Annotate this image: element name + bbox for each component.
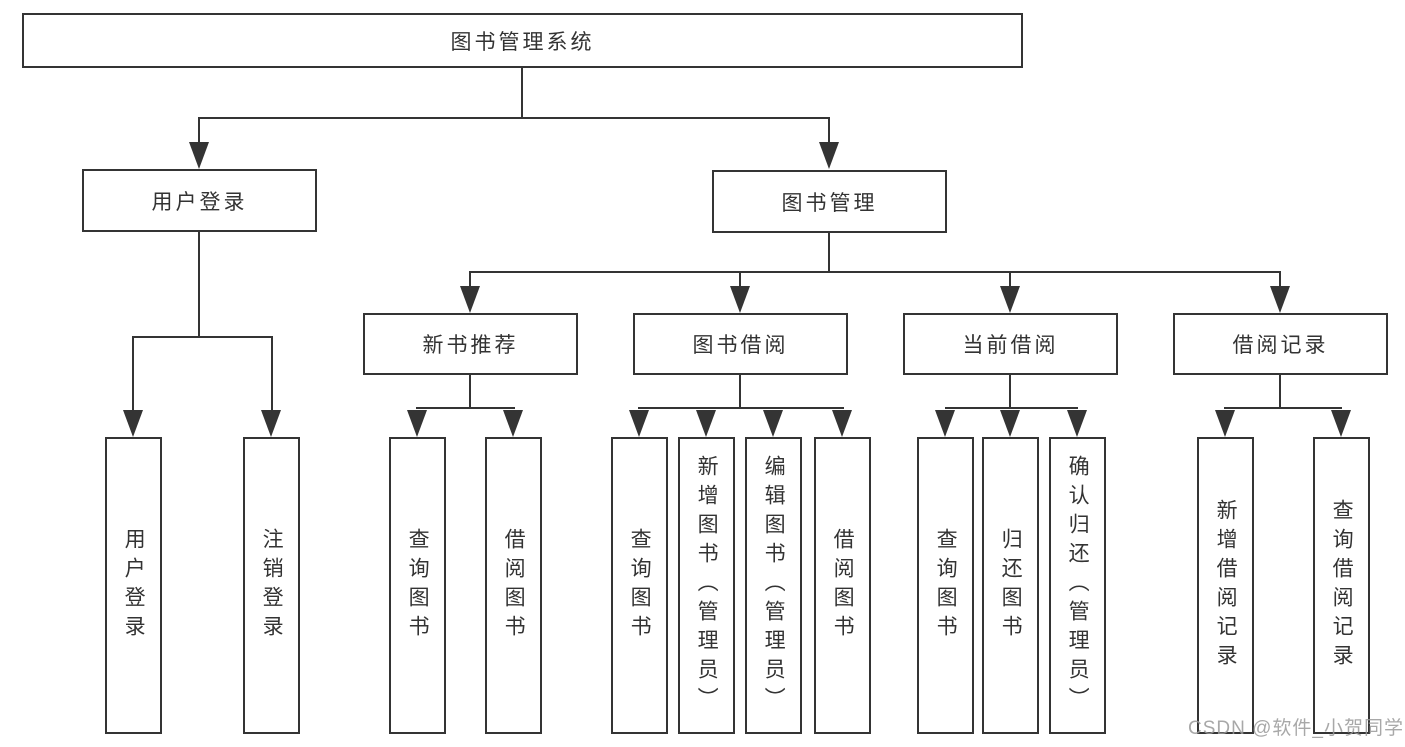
node-user-login: 用户登录 — [82, 169, 317, 232]
arrow-down-icon — [1000, 286, 1020, 313]
leaf-user-login: 用户登录 — [105, 437, 162, 734]
connector-hline — [132, 336, 273, 338]
arrow-down-icon — [935, 410, 955, 437]
leaf-recommend-query-books: 查询图书 — [389, 437, 446, 734]
connector-vline — [198, 232, 200, 338]
arrow-down-icon — [696, 410, 716, 437]
node-book-borrow: 图书借阅 — [633, 313, 848, 375]
connector-vline — [1009, 273, 1011, 289]
connector-vline — [1279, 273, 1281, 289]
connector-hline — [469, 271, 1281, 273]
connector-hline — [198, 117, 830, 119]
node-label: 图书管理 — [781, 191, 878, 215]
arrow-down-icon — [763, 410, 783, 437]
connector-hline — [638, 407, 844, 409]
connector-vline — [271, 338, 273, 413]
watermark-text: CSDN @软件_小贺同学 — [1188, 718, 1404, 739]
arrow-down-icon — [1270, 286, 1290, 313]
arrow-down-icon — [629, 410, 649, 437]
connector-vline — [739, 375, 741, 409]
connector-vline — [469, 273, 471, 289]
arrow-down-icon — [407, 410, 427, 437]
leaf-borrow-query-books: 查询图书 — [611, 437, 668, 734]
leaf-records-add-record: 新增借阅记录 — [1197, 437, 1254, 734]
leaf-label: 查询图书 — [406, 527, 430, 644]
node-label: 借阅记录 — [1232, 334, 1329, 357]
leaf-current-return-books: 归还图书 — [982, 437, 1039, 734]
leaf-records-query-record: 查询借阅记录 — [1313, 437, 1370, 734]
arrow-down-icon — [460, 286, 480, 313]
leaf-borrow-borrow-books: 借阅图书 — [814, 437, 871, 734]
leaf-label: 新增图书（管理员） — [695, 455, 719, 716]
connector-vline — [132, 338, 134, 413]
node-label: 图书管理系统 — [450, 30, 595, 54]
leaf-label: 借阅图书 — [831, 527, 855, 644]
leaf-label: 查询借阅记录 — [1330, 498, 1354, 673]
leaf-label: 用户登录 — [122, 527, 146, 644]
leaf-label: 查询图书 — [628, 527, 652, 644]
connector-vline — [739, 273, 741, 289]
node-label: 当前借阅 — [962, 334, 1059, 357]
connector-hline — [416, 407, 515, 409]
arrow-down-icon — [819, 142, 839, 169]
connector-vline — [1009, 375, 1011, 409]
leaf-label: 查询图书 — [934, 527, 958, 644]
arrow-down-icon — [1067, 410, 1087, 437]
arrow-down-icon — [261, 410, 281, 437]
leaf-borrow-add-books-admin: 新增图书（管理员） — [678, 437, 735, 734]
node-library-system: 图书管理系统 — [22, 13, 1023, 68]
connector-vline — [828, 119, 830, 145]
node-label: 用户登录 — [151, 190, 248, 214]
leaf-label: 确认归还（管理员） — [1066, 455, 1090, 716]
node-current-borrow: 当前借阅 — [903, 313, 1118, 375]
node-borrow-records: 借阅记录 — [1173, 313, 1388, 375]
arrow-down-icon — [730, 286, 750, 313]
connector-vline — [469, 375, 471, 409]
leaf-label: 注销登录 — [260, 527, 284, 644]
node-new-book-recommend: 新书推荐 — [363, 313, 578, 375]
leaf-label: 编辑图书（管理员） — [762, 455, 786, 716]
connector-hline — [945, 407, 1078, 409]
node-label: 新书推荐 — [422, 334, 519, 357]
leaf-borrow-edit-books-admin: 编辑图书（管理员） — [745, 437, 802, 734]
arrow-down-icon — [189, 142, 209, 169]
leaf-label: 新增借阅记录 — [1214, 498, 1238, 673]
leaf-current-query-books: 查询图书 — [917, 437, 974, 734]
arrow-down-icon — [503, 410, 523, 437]
leaf-label: 借阅图书 — [502, 527, 526, 644]
leaf-current-confirm-return-admin: 确认归还（管理员） — [1049, 437, 1106, 734]
node-book-management: 图书管理 — [712, 170, 947, 233]
arrow-down-icon — [1215, 410, 1235, 437]
leaf-recommend-borrow-books: 借阅图书 — [485, 437, 542, 734]
connector-vline — [1279, 375, 1281, 409]
arrow-down-icon — [1000, 410, 1020, 437]
arrow-down-icon — [832, 410, 852, 437]
connector-vline — [828, 233, 830, 273]
connector-hline — [1224, 407, 1342, 409]
leaf-label: 归还图书 — [999, 527, 1023, 644]
node-label: 图书借阅 — [692, 334, 789, 357]
connector-vline — [198, 119, 200, 145]
leaf-logout: 注销登录 — [243, 437, 300, 734]
arrow-down-icon — [123, 410, 143, 437]
arrow-down-icon — [1331, 410, 1351, 437]
connector-vline — [521, 68, 523, 118]
